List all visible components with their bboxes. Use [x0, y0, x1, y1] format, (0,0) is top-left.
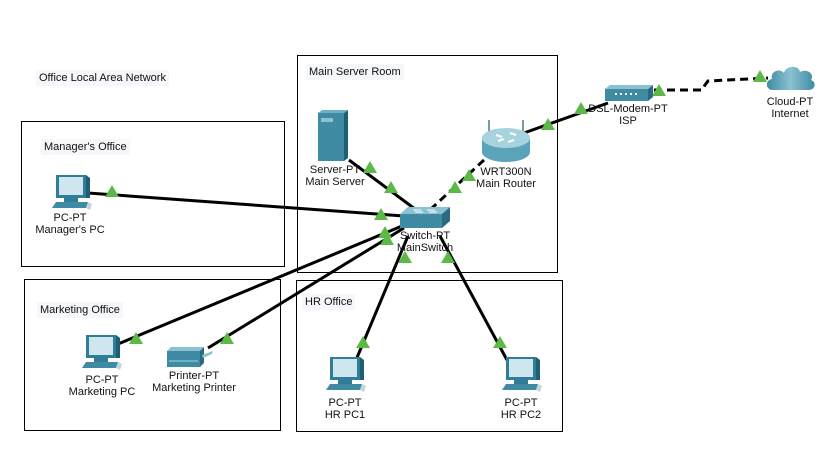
device-type-label: Cloud-PT — [766, 96, 814, 108]
device-name-label[interactable]: ISP — [619, 115, 637, 127]
cable-managers-pc-to-main-switch[interactable] — [87, 191, 405, 218]
title-note[interactable]: Office Local Area Network — [36, 70, 169, 86]
area-hr-office[interactable] — [296, 280, 563, 432]
link-light-main-server — [363, 161, 377, 173]
link-light-main-switch — [384, 181, 398, 193]
device-name-label[interactable]: MainSwitch — [396, 242, 454, 254]
device-type-label: Switch-PT — [399, 230, 451, 242]
device-type-label: Server-PT — [309, 164, 361, 176]
device-name-label[interactable]: Marketing Printer — [152, 382, 236, 394]
area-main-server-room[interactable] — [297, 55, 558, 273]
area-label-managers-office[interactable]: Manager's Office — [41, 139, 130, 155]
device-name-label[interactable]: HR PC1 — [324, 409, 366, 421]
link-light-main-switch — [378, 226, 392, 238]
device-type-label: PC-PT — [53, 212, 87, 224]
cable-main-server-to-main-switch[interactable] — [348, 158, 416, 211]
device-name-label[interactable]: HR PC2 — [500, 409, 542, 421]
area-label-main-server-room[interactable]: Main Server Room — [306, 64, 404, 80]
link-light-internet-cloud — [753, 70, 767, 82]
cable-main-router-to-isp-modem[interactable] — [523, 101, 609, 135]
device-type-label: PC-PT — [504, 397, 538, 409]
link-light-managers-pc — [105, 185, 119, 197]
link-light-isp-modem — [574, 102, 588, 114]
device-type-label: WRT300N — [480, 166, 532, 178]
device-type-label: Printer-PT — [168, 370, 220, 382]
link-light-main-switch — [441, 251, 455, 263]
pc-icon[interactable] — [324, 356, 368, 394]
area-marketing-office[interactable] — [24, 279, 281, 431]
link-light-hr-pc1 — [356, 336, 370, 348]
device-name-label[interactable]: Marketing PC — [68, 386, 136, 398]
cloud-icon[interactable] — [765, 64, 817, 92]
link-light-main-switch — [448, 181, 462, 193]
device-name-label[interactable]: Internet — [771, 108, 809, 120]
switch-icon[interactable] — [399, 206, 451, 230]
link-light-marketing-pc — [129, 332, 143, 344]
cable-main-router-to-main-switch[interactable] — [430, 158, 486, 210]
device-type-label: DSL-Modem-PT — [588, 103, 668, 115]
pc-icon[interactable] — [500, 356, 544, 394]
wireless-router-icon[interactable] — [480, 118, 532, 164]
link-light-main-switch — [398, 251, 412, 263]
link-light-isp-modem — [652, 84, 666, 96]
link-light-marketing-printer — [220, 332, 234, 344]
cable-marketing-printer-to-main-switch[interactable] — [207, 226, 405, 350]
device-type-label: PC-PT — [85, 374, 119, 386]
area-label-hr-office[interactable]: HR Office — [302, 294, 356, 310]
printer-icon[interactable] — [166, 346, 214, 368]
area-managers-office[interactable] — [21, 121, 285, 267]
device-name-label[interactable]: Manager's PC — [35, 224, 105, 236]
link-light-main-switch — [374, 208, 388, 220]
cable-marketing-pc-to-main-switch[interactable] — [117, 224, 403, 346]
device-name-label[interactable]: Main Router — [476, 178, 536, 190]
link-light-main-switch — [380, 233, 394, 245]
pc-icon[interactable] — [50, 174, 94, 212]
pc-icon[interactable] — [80, 334, 124, 372]
link-light-hr-pc2 — [493, 336, 507, 348]
link-light-main-router — [541, 118, 555, 130]
dsl-modem-icon[interactable] — [604, 84, 654, 102]
device-name-label[interactable]: Main Server — [305, 176, 365, 188]
cable-isp-modem-to-internet-cloud[interactable] — [654, 76, 769, 92]
link-light-main-router — [462, 169, 476, 181]
area-label-marketing-office[interactable]: Marketing Office — [37, 302, 123, 318]
server-icon[interactable] — [316, 110, 350, 162]
device-type-label: PC-PT — [328, 397, 362, 409]
